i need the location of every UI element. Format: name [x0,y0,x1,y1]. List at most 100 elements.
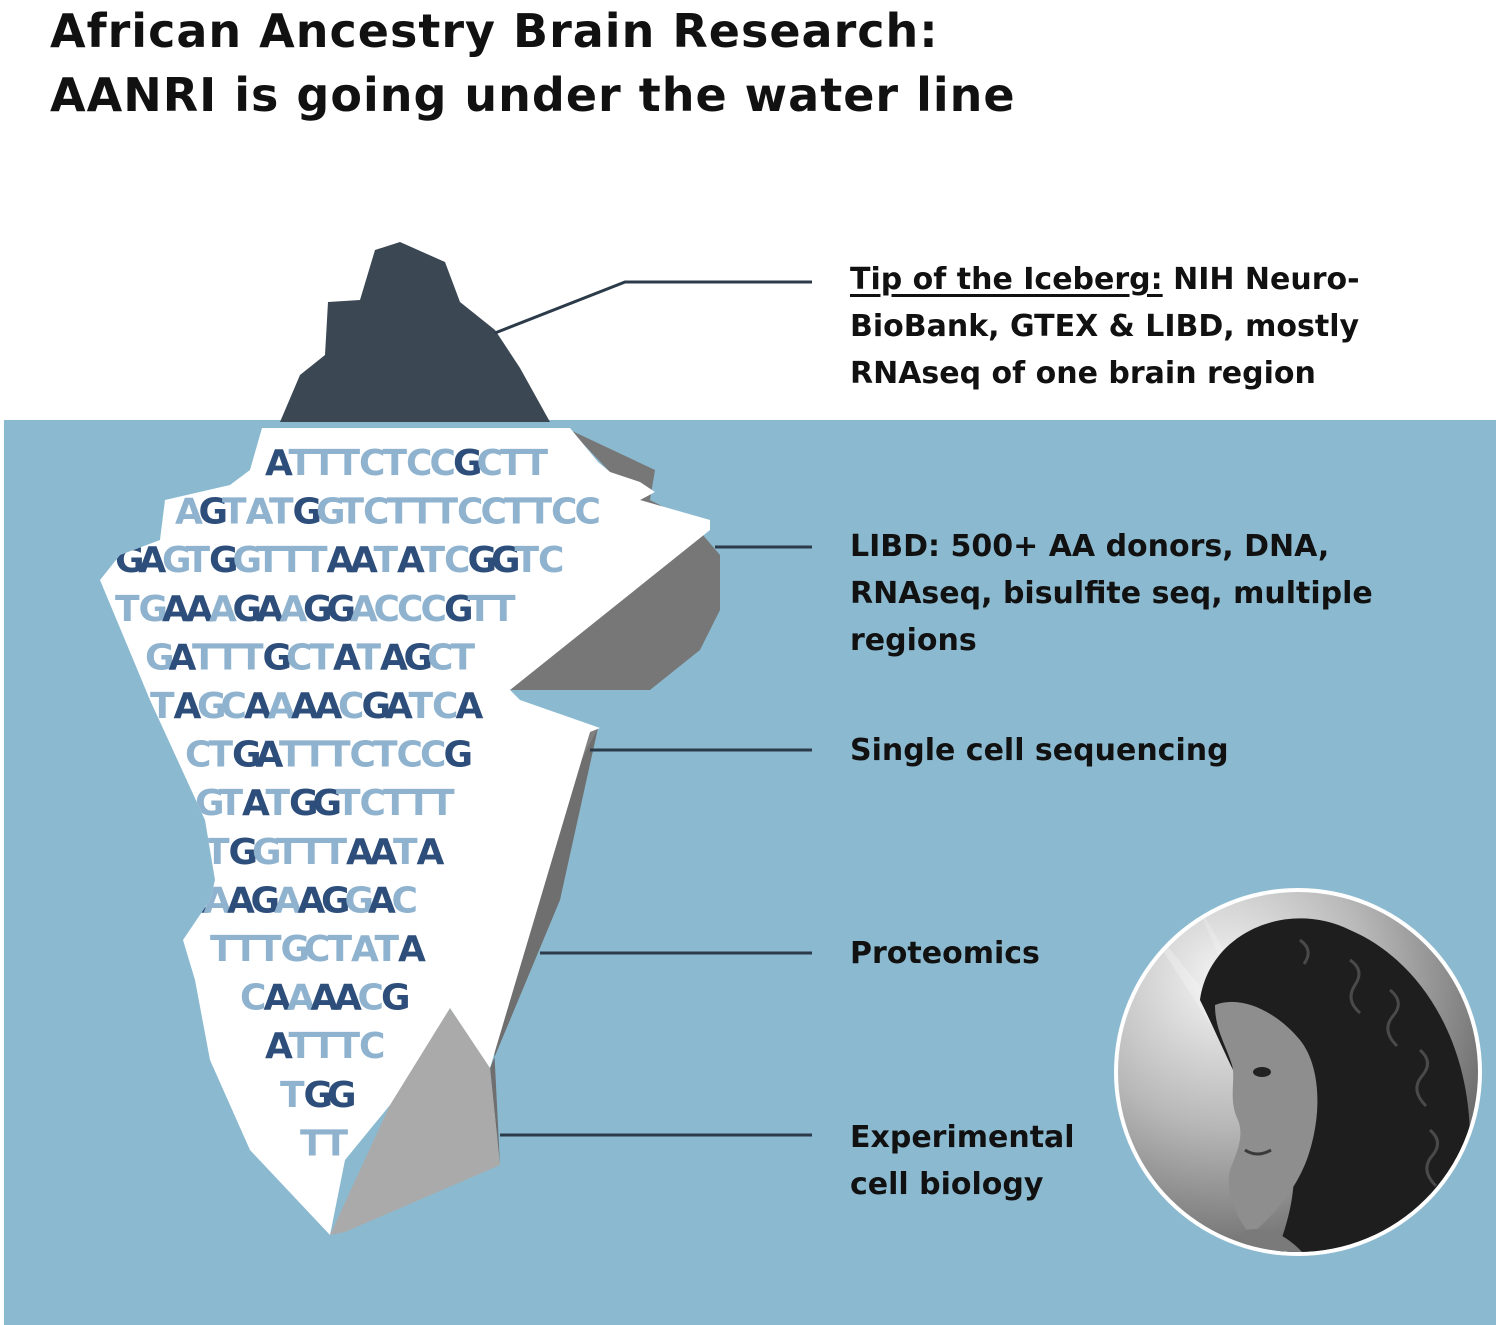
dna-letter: G [229,832,259,873]
dna-letter: A [274,880,302,921]
dna-letter: T [421,540,446,581]
dna-letter: T [451,637,476,678]
dna-letter: G [313,783,343,824]
dna-letter: G [381,978,411,1019]
dna-letter: G [321,880,351,921]
dna-letter: A [287,978,315,1019]
dna-letter: T [340,492,365,533]
dna-letter: A [175,492,203,533]
dna-letter: A [397,540,425,581]
dna-letter: T [375,929,400,970]
dna-letter: T [357,637,382,678]
iceberg-shadow-bottom [330,1008,500,1235]
dna-letter: T [468,589,493,630]
dna-letter: T [276,832,301,873]
dna-row: GATTTGCTATAGCT [145,637,476,678]
label-single-cell: Single cell sequencing [850,727,1229,774]
label-libd-line1: LIBD: 500+ AA donors, DNA, [850,529,1330,564]
leader-line-tip [494,280,812,335]
dna-letter: A [385,686,413,727]
dna-letter: T [257,929,282,970]
label-tip-line3: RNAseq of one brain region [850,356,1316,391]
dna-letter: T [266,783,291,824]
dna-letter: A [265,1026,293,1067]
iceberg-shadow-lower [490,728,598,1165]
dna-row: CTGATTTCTCCG [185,735,473,776]
dna-letter: T [300,1123,325,1164]
dna-letter: T [269,492,294,533]
dna-letter: G [232,735,262,776]
label-experimental: Experimental cell biology [850,1114,1075,1208]
dna-letter: T [383,783,408,824]
dna-letter: A [242,783,270,824]
dna-letter: A [209,589,237,630]
dna-letter: G [362,686,392,727]
dna-letter: G [304,1075,334,1116]
dna-letter: G [233,540,263,581]
dna-letter: C [363,492,389,533]
dna-letter: T [219,783,244,824]
dna-letter: A [370,832,398,873]
dna-row: ATTTCTCCGCTT [265,443,549,484]
dna-letter: T [192,637,217,678]
dna-letter: T [299,832,324,873]
dna-letter: A [264,978,292,1019]
dna-letter: C [397,589,423,630]
dna-letter: G [252,832,282,873]
dna-letter: A [333,637,361,678]
dna-row: TT [300,1123,349,1164]
dna-letter: A [350,540,378,581]
dna-letter: C [286,637,312,678]
dna-letter: C [374,589,400,630]
dna-letter: T [222,492,247,533]
dna-letter: T [256,540,281,581]
dna-letter: C [575,492,601,533]
dna-letter: T [210,929,235,970]
dna-letter: T [336,783,361,824]
dna-letter: A [291,686,319,727]
dna-letter: C [477,443,503,484]
dna-sequence-text: ATTTCTCCGCTTAGTATGGTCTTTCCTTCCGAGTGGTTTA… [115,443,601,1164]
dna-letter: T [303,540,328,581]
dna-letter: T [374,540,399,581]
label-single-cell-text: Single cell sequencing [850,733,1229,768]
dna-letter: T [312,443,337,484]
dna-row: TGG [280,1075,357,1116]
dna-letter: T [303,735,328,776]
dna-letter: G [327,589,357,630]
dna-letter: T [383,443,408,484]
dna-letter: T [409,686,434,727]
dna-letter: T [239,637,264,678]
dna-letter: G [263,637,293,678]
dna-letter: T [280,540,305,581]
label-tip-line2: BioBank, GTEX & LIBD, mostly [850,309,1360,344]
dna-letter: T [504,492,529,533]
dna-row: CAAAACG [240,978,411,1019]
dna-letter: C [221,686,247,727]
dna-letter: G [251,880,281,921]
dna-letter: C [397,735,423,776]
dna-row: TGGTTTAATA [205,832,445,873]
dna-letter: G [327,1075,357,1116]
dna-letter: A [327,540,355,581]
label-tip-underlined: Tip of the Iceberg: [850,262,1163,297]
dna-letter: T [407,783,432,824]
dna-letter: A [162,589,190,630]
dna-letter: T [280,1075,305,1116]
iceberg-body [100,428,710,1235]
dna-letter: G [293,492,323,533]
dna-letter: C [457,492,483,533]
dna-letter: T [410,492,435,533]
dna-letter: G [145,637,175,678]
dna-letter: A [350,589,378,630]
dna-letter: C [432,686,458,727]
dna-letter: C [359,1026,385,1067]
dna-letter: A [351,929,379,970]
dna-letter: C [338,686,364,727]
dna-letter: G [491,540,521,581]
dna-letter: A [417,832,445,873]
dna-letter: G [404,637,434,678]
dna-letter: A [380,637,408,678]
dna-letter: T [491,589,516,630]
dna-letter: C [420,735,446,776]
